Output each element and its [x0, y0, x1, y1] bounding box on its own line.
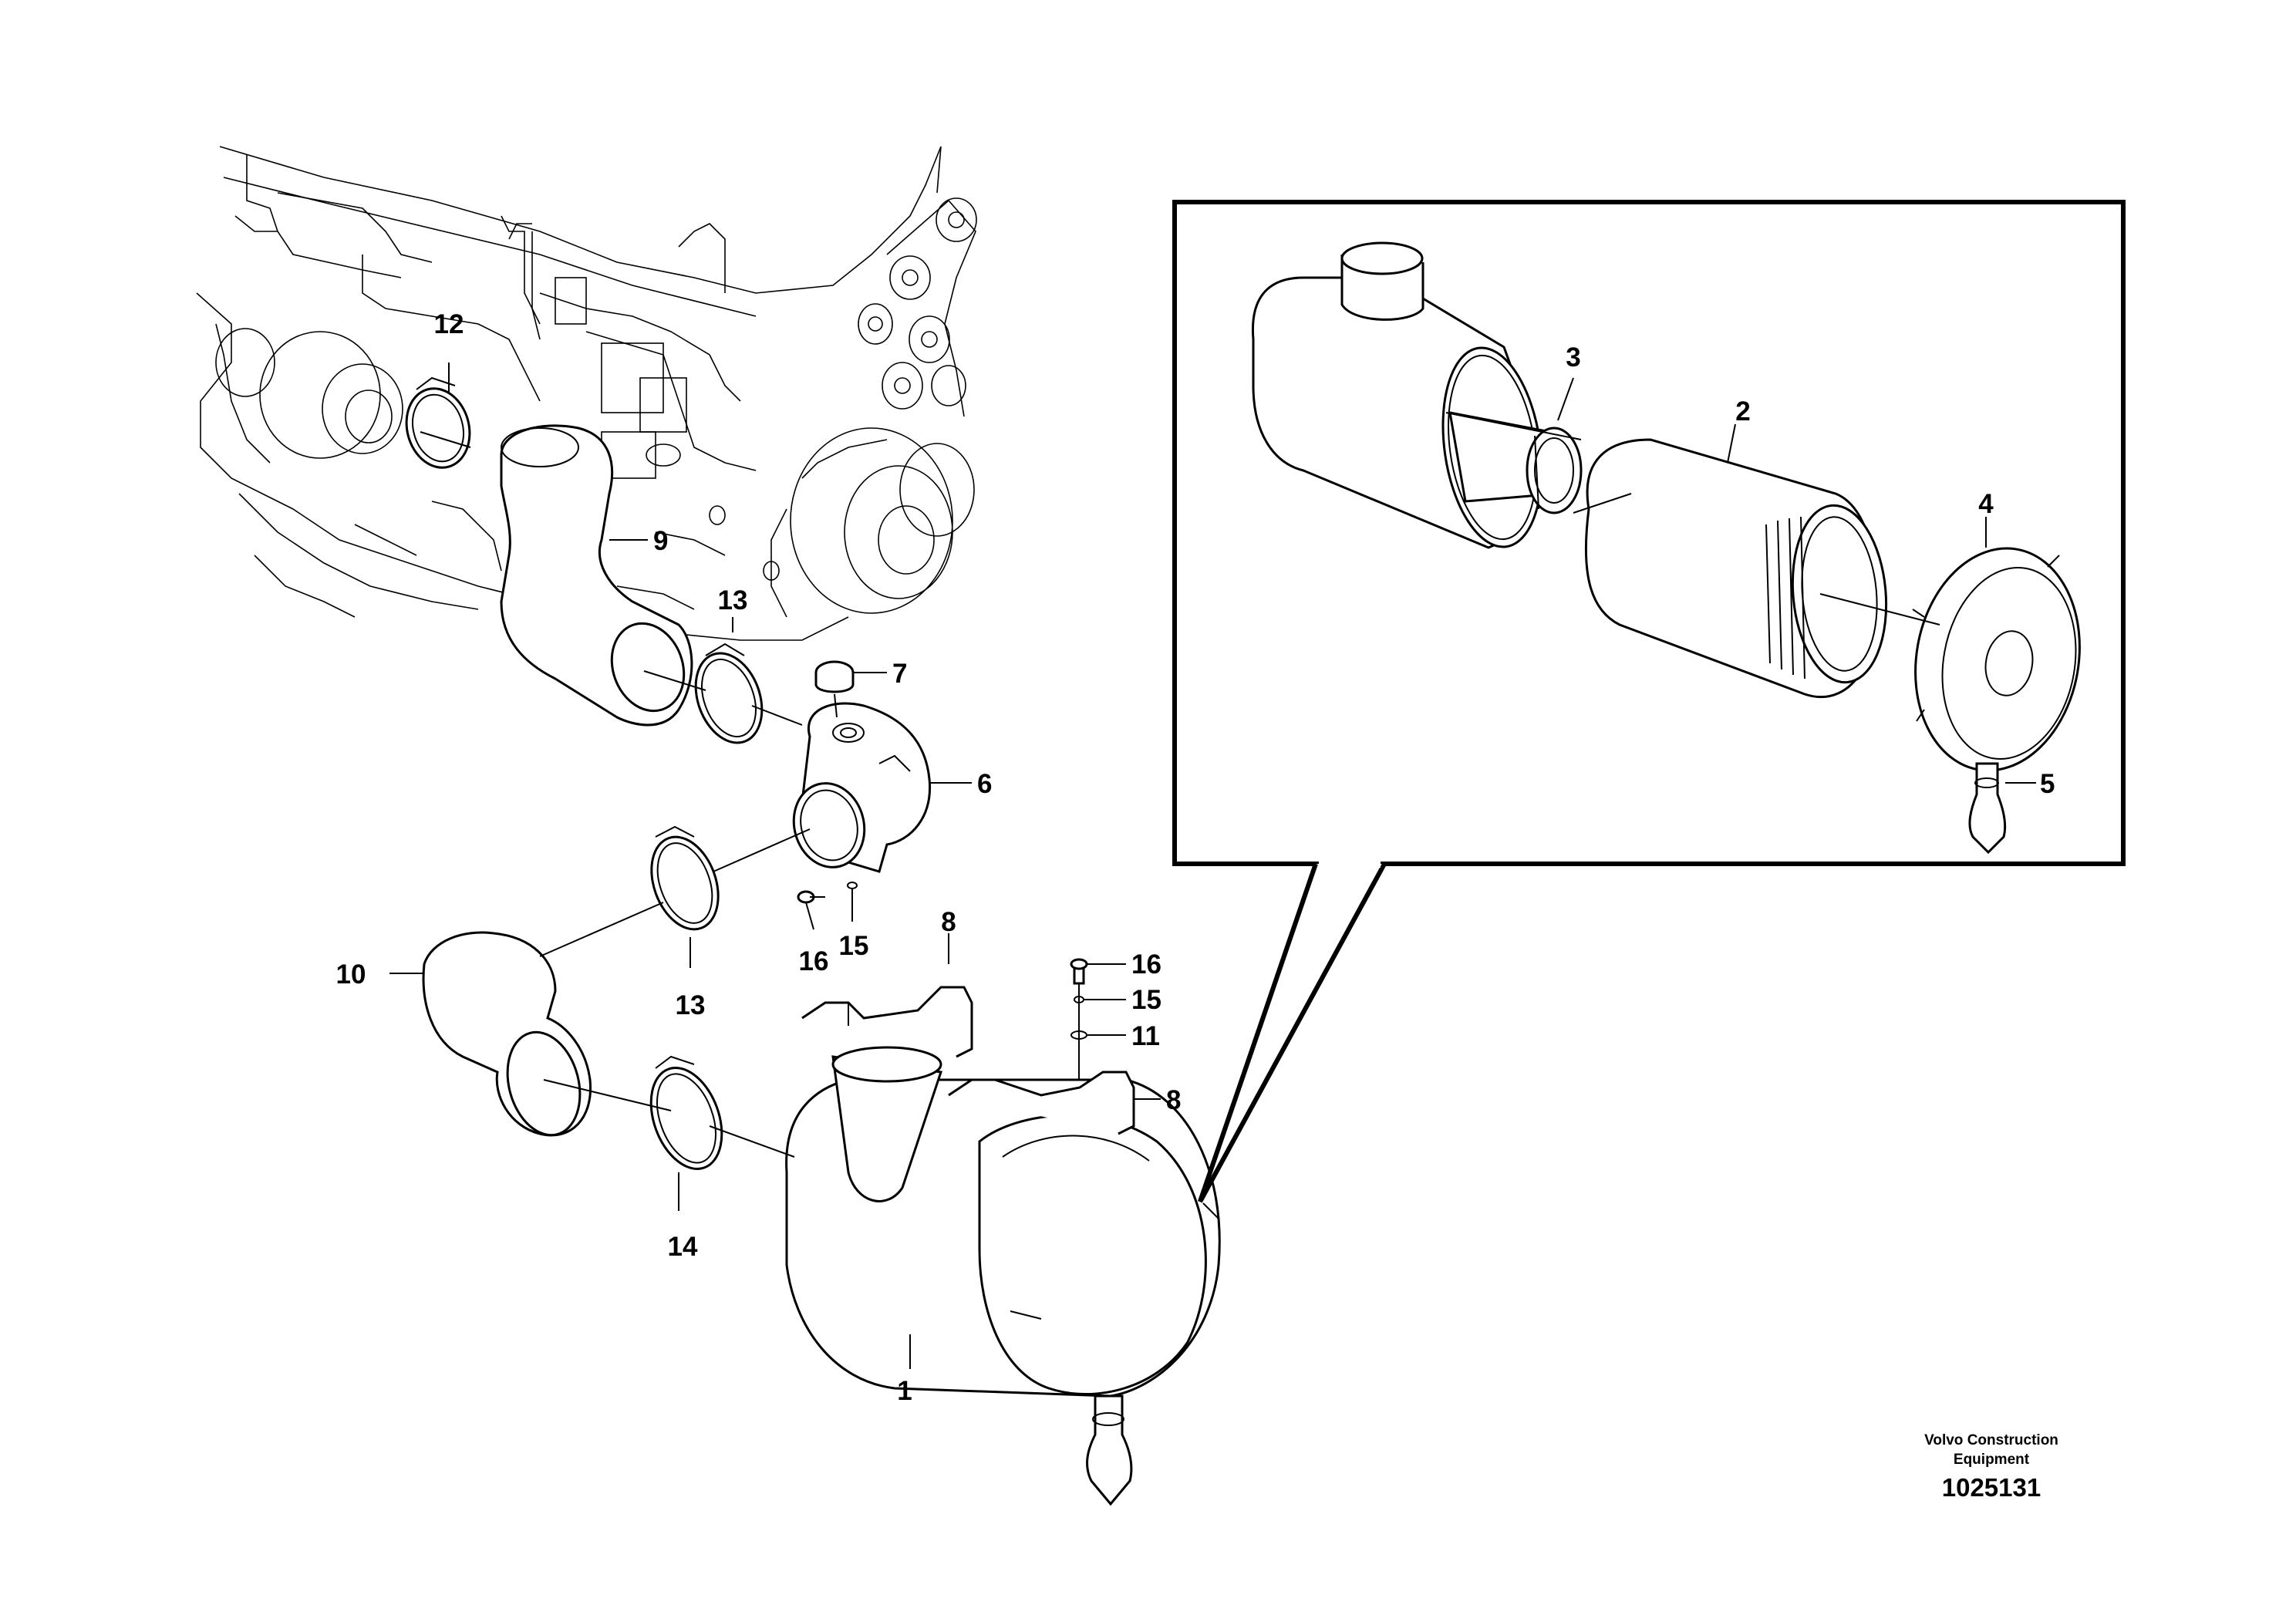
- callout-9: 9: [653, 526, 668, 556]
- callout-13-lower: 13: [676, 990, 706, 1020]
- connector-lines: [420, 431, 1080, 1158]
- callout-4: 4: [1978, 489, 1994, 519]
- bracket-8-lower: [948, 1071, 1135, 1135]
- safety-element-3: [1448, 411, 1583, 514]
- callout-1: 1: [897, 1376, 912, 1406]
- primary-element-2: [1584, 438, 1888, 699]
- callout-16-left: 16: [799, 946, 829, 976]
- screw-16-left: [797, 890, 825, 904]
- callout-labels: 1 2 3 4 5 6 7 8 8 9 10 11 12 13 13 14 15…: [336, 309, 2055, 1406]
- air-cleaner-1: [785, 1046, 1221, 1506]
- callout-11: 11: [1131, 1021, 1160, 1051]
- leader-lines: [389, 363, 1161, 1369]
- callout-13-upper: 13: [718, 585, 748, 615]
- callout-15-left: 15: [839, 931, 869, 961]
- callout-2: 2: [1735, 396, 1750, 427]
- screw-16-right: [1070, 958, 1088, 985]
- bracket-8-upper: [801, 986, 973, 1058]
- valve-5: [1968, 762, 2007, 855]
- cap-7: [814, 660, 855, 693]
- callout-8-lower: 8: [1166, 1085, 1181, 1115]
- callout-5: 5: [2040, 769, 2055, 799]
- callout-6: 6: [977, 769, 992, 799]
- clamp-13-upper: [694, 642, 764, 744]
- callout-3: 3: [1566, 342, 1580, 373]
- cover-4: [1912, 547, 2081, 772]
- hose-9: [500, 424, 693, 727]
- clamp-14: [649, 1055, 723, 1170]
- callout-8-upper: 8: [941, 907, 956, 937]
- engine-illustration: [196, 146, 977, 641]
- clamp-13-lower: [650, 825, 720, 931]
- clamp-12: [405, 376, 471, 469]
- inset-leader-lines: [1557, 377, 2036, 784]
- washer-15-left: [847, 882, 858, 889]
- callout-7: 7: [892, 659, 907, 689]
- inset-connector-lines: [1445, 412, 1940, 626]
- credit-line-1: Volvo Construction: [1924, 1432, 2058, 1448]
- callout-14: 14: [668, 1232, 698, 1262]
- elbow-housing-6: [792, 702, 932, 873]
- document-number: 1025131: [1942, 1473, 2041, 1502]
- elbow-hose-10: [422, 931, 592, 1137]
- credit-line-2: Equipment: [1954, 1452, 2030, 1468]
- credit-block: Volvo Construction Equipment 1025131: [1924, 1432, 2058, 1502]
- callout-12: 12: [434, 309, 464, 339]
- callout-10: 10: [336, 959, 366, 990]
- callout-15-right: 15: [1131, 985, 1161, 1015]
- callout-16-right: 16: [1131, 949, 1161, 980]
